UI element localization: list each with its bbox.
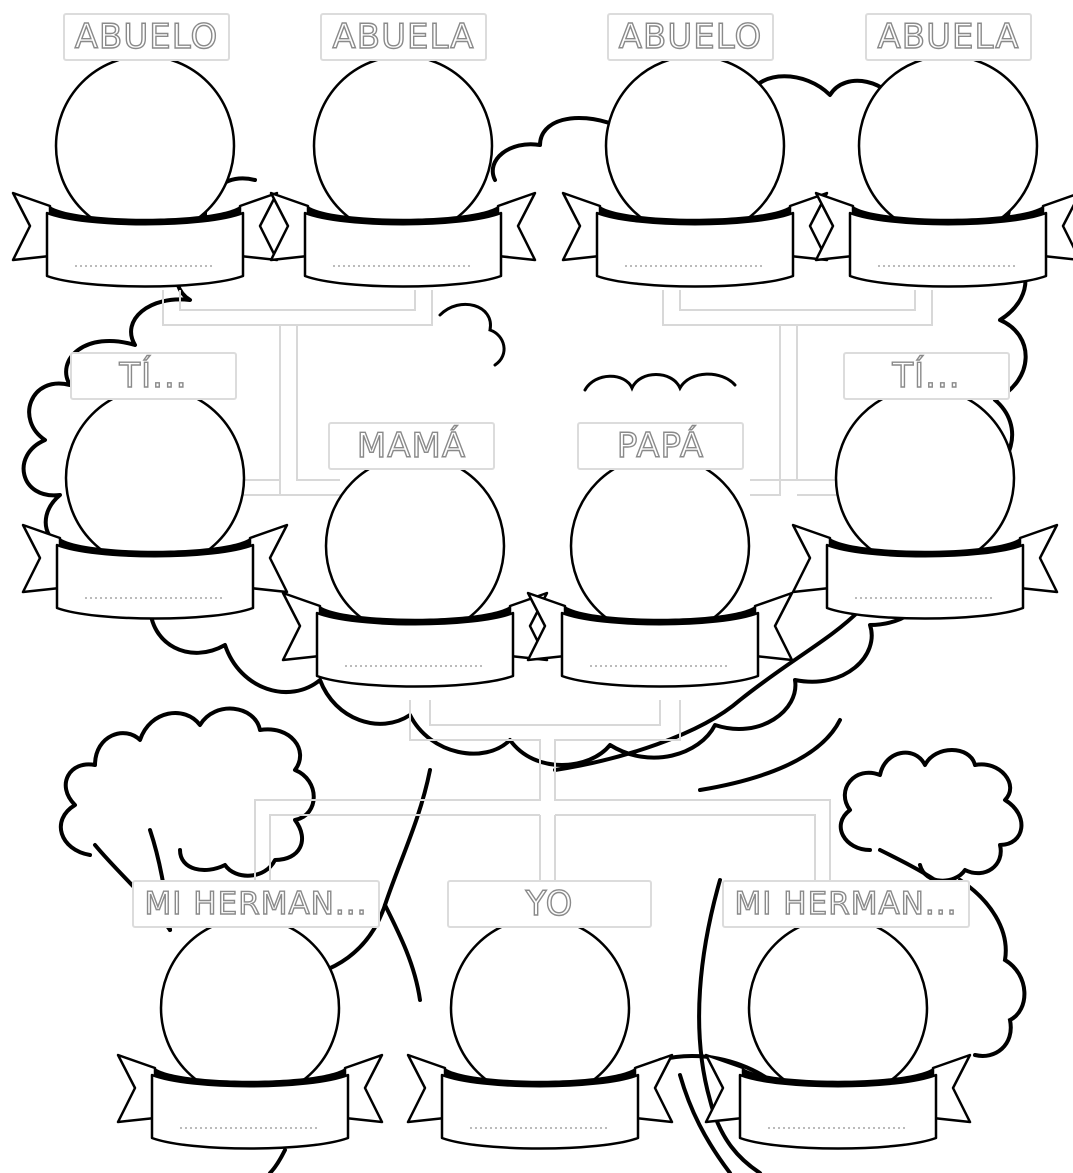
ribbon-tail-right (1020, 525, 1057, 592)
ribbon-tail-left (563, 193, 600, 260)
ribbon-tail-left (793, 525, 830, 592)
portrait-self (408, 918, 672, 1149)
ribbon-band (562, 613, 758, 687)
small-tree-right-canopy (841, 750, 1022, 881)
portrait-abuela-2 (816, 56, 1073, 287)
portrait-abuelo-1 (13, 56, 277, 287)
portrait-abuelo-2 (563, 56, 827, 287)
ribbon-band (305, 213, 501, 287)
ribbon-tail-left (118, 1055, 155, 1122)
photo-oval (836, 388, 1014, 568)
label-abuela-1: ABUELA (320, 13, 487, 61)
portrait-aunt-uncle-left (23, 388, 287, 619)
label-sibling-right: MI HERMAN... (722, 880, 970, 928)
portrait-mother (283, 456, 547, 687)
photo-oval (56, 56, 234, 236)
portrait-sibling-right (706, 918, 970, 1149)
label-abuelo-2: ABUELO (607, 13, 774, 61)
ribbon-tail-right (755, 593, 792, 660)
portrait-sibling-left (118, 918, 382, 1149)
label-abuela-2: ABUELA (865, 13, 1032, 61)
ribbon-band (597, 213, 793, 287)
label-aunt-uncle-right: TÍ... (843, 352, 1010, 400)
photo-oval (451, 918, 629, 1098)
ribbon-tail-left (528, 593, 565, 660)
ribbon-band (740, 1075, 936, 1149)
label-father: PAPÁ (577, 422, 744, 470)
portrait-frames (13, 56, 1073, 1149)
ribbon-tail-right (498, 193, 535, 260)
ribbon-tail-right (635, 1055, 672, 1122)
photo-oval (161, 918, 339, 1098)
portrait-abuela-1 (271, 56, 535, 287)
ribbon-tail-left (816, 193, 853, 260)
ribbon-tail-right (1043, 193, 1073, 260)
tree-trunk-left-2 (385, 905, 420, 1000)
ribbon-band (850, 213, 1046, 287)
photo-oval (571, 456, 749, 636)
ribbon-band (442, 1075, 638, 1149)
photo-oval (606, 56, 784, 236)
canopy-curl-2 (585, 374, 735, 390)
label-sibling-left: MI HERMAN... (132, 880, 380, 928)
label-mother: MAMÁ (328, 422, 495, 470)
portrait-father (528, 456, 792, 687)
ribbon-tail-left (283, 593, 320, 660)
tree-trunk-right-2 (700, 720, 840, 790)
ribbon-band (152, 1075, 348, 1149)
canopy-curl-1 (440, 304, 504, 365)
ribbon-tail-left (408, 1055, 445, 1122)
label-aunt-uncle-left: TÍ... (70, 352, 237, 400)
ribbon-tail-left (13, 193, 50, 260)
ribbon-band (317, 613, 513, 687)
ribbon-tail-left (23, 525, 60, 592)
ribbon-tail-right (933, 1055, 970, 1122)
label-self: YO (447, 880, 652, 928)
ribbon-band (827, 545, 1023, 619)
ribbon-tail-left (706, 1055, 743, 1122)
ribbon-tail-right (250, 525, 287, 592)
ribbon-band (57, 545, 253, 619)
label-abuelo-1: ABUELO (63, 13, 230, 61)
ribbon-tail-left (271, 193, 308, 260)
photo-oval (326, 456, 504, 636)
photo-oval (859, 56, 1037, 236)
photo-oval (749, 918, 927, 1098)
photo-oval (314, 56, 492, 236)
small-tree-right-branch (880, 850, 935, 880)
photo-oval (66, 388, 244, 568)
ribbon-tail-right (345, 1055, 382, 1122)
portrait-aunt-uncle-right (793, 388, 1057, 619)
ribbon-tail-right (240, 193, 277, 260)
ribbon-band (47, 213, 243, 287)
tree-trunk-left-bottom (270, 1150, 285, 1173)
